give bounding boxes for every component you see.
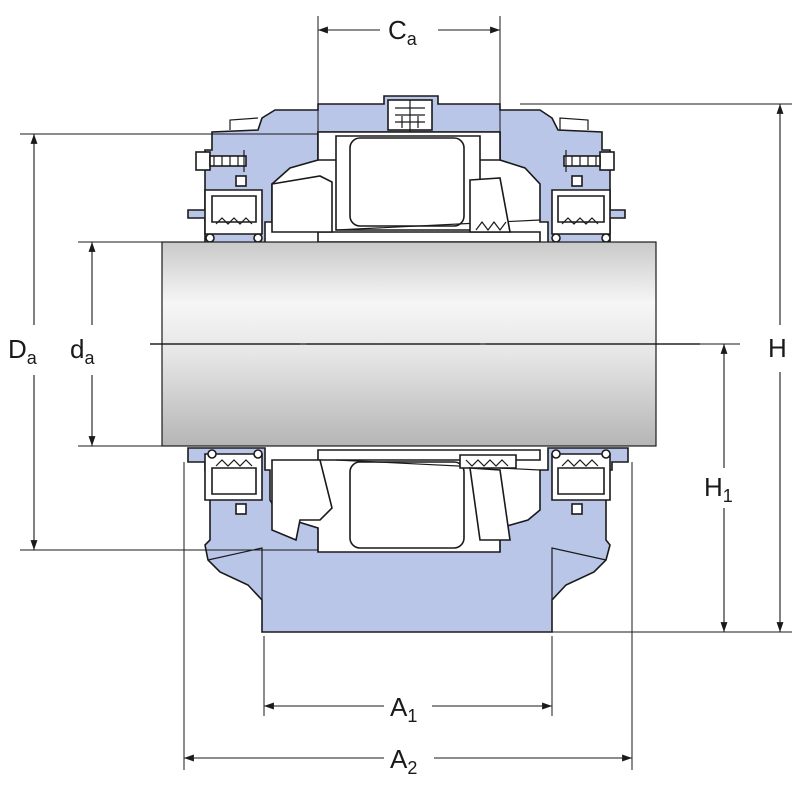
dimension-label-ca: Ca [388,15,418,49]
seal-lower-right [551,449,611,515]
seal-lower-left [204,449,263,515]
dimension-da-shaft: da [70,241,162,447]
bearing-lower [271,449,541,549]
bearing-upper [271,131,541,243]
dimension-h: H [520,103,792,633]
dimension-label-da-outer: Da [8,334,38,368]
dimension-label-da-shaft: da [70,334,95,368]
dimension-a1: A1 [263,636,553,726]
dimension-label-a1: A1 [390,692,417,726]
seal-upper-right [551,175,611,243]
dimension-label-h: H [768,333,787,363]
seal-upper-left [204,175,263,243]
dimension-da-outer: Da [8,133,318,551]
cap-bolt-right [563,150,615,172]
cap-bolt-left [195,150,247,172]
dimension-h1: H1 [656,343,740,632]
dimension-a2: A2 [183,462,633,778]
shaft [150,241,700,447]
dimension-label-a2: A2 [390,744,417,778]
dimension-ca: Ca [317,15,501,132]
dimension-label-h1: H1 [704,472,733,506]
